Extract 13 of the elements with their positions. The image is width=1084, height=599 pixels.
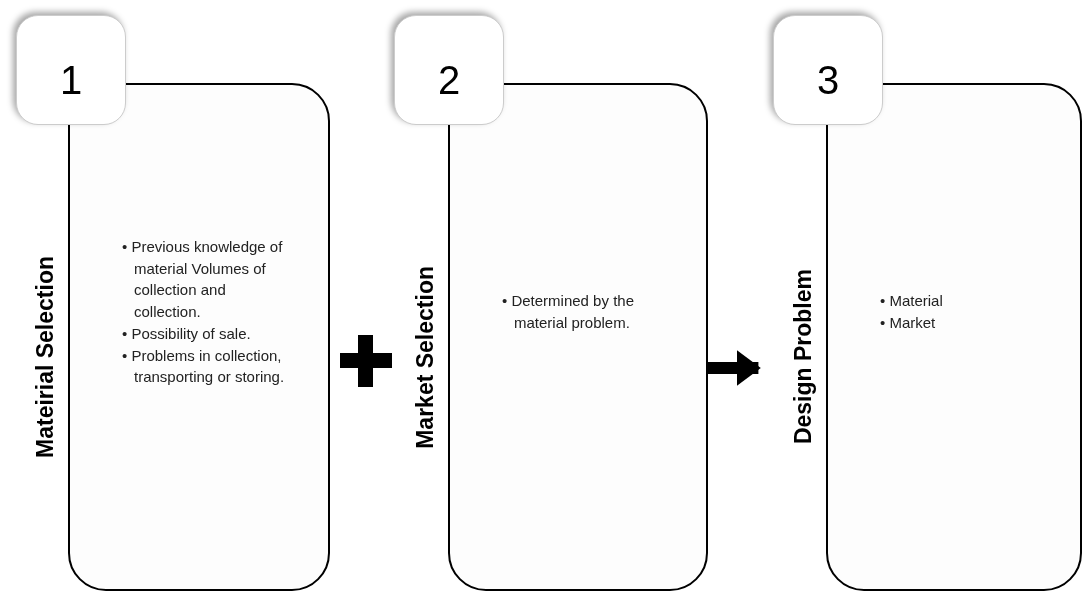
bullet-item: • Determined by the material problem. [502,291,635,333]
arrow [708,350,761,386]
bullet-item: • Possibility of sale. [122,323,252,344]
bullet-item: • Market [880,313,937,333]
vertical-heading: Market Selection [413,265,437,449]
number-tab: 1 [16,15,126,125]
number-tab: 2 [394,15,504,125]
vertical-heading: Mateirial Selection [33,256,57,458]
bullet-item: • Previous knowledge of material Volumes of collection and collection. [122,236,284,323]
vertical-heading: Design Problem [791,269,815,445]
bullet-item: • Material [880,291,944,312]
bullet-item: • Problems in collection, transporting or storing. [122,345,286,388]
number-tab: 3 [773,15,883,125]
